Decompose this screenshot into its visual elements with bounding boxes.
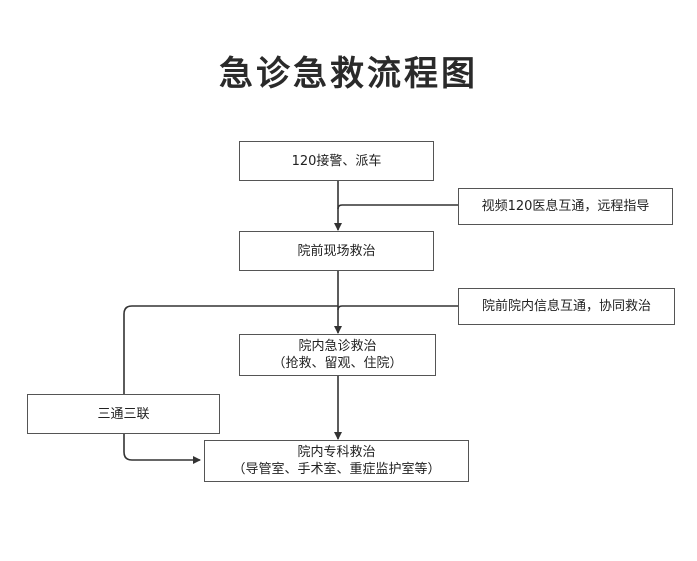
page-title: 急诊急救流程图 [219, 54, 478, 94]
node-video-link: 视频120医息互通，远程指导 [458, 188, 673, 225]
node-call-dispatch: 120接警、派车 [239, 141, 434, 181]
node-three-links-label: 三通三联 [97, 406, 150, 422]
node-video-link-label: 视频120医息互通，远程指导 [481, 199, 650, 214]
node-info-link: 院前院内信息互通，协同救治 [458, 288, 675, 325]
node-prehospital-label: 院前现场救治 [297, 243, 376, 259]
node-er: 院内急诊救治 （抢救、留观、住院） [239, 334, 436, 376]
node-specialist-line1: 院内专科救治 [297, 445, 376, 460]
node-er-line1: 院内急诊救治 [298, 339, 377, 354]
node-specialist: 院内专科救治 （导管室、手术室、重症监护室等） [204, 440, 469, 482]
node-call-dispatch-label: 120接警、派车 [291, 153, 382, 169]
node-specialist-line2: （导管室、手术室、重症监护室等） [232, 462, 441, 477]
line-video-link [337, 204, 458, 210]
arrow-bypass-to-specialist [123, 305, 338, 464]
line-info-link [337, 305, 458, 311]
node-three-links: 三通三联 [27, 394, 220, 434]
node-info-link-label: 院前院内信息互通，协同救治 [481, 299, 651, 314]
node-er-line2: （抢救、留观、住院） [272, 356, 403, 371]
node-prehospital: 院前现场救治 [239, 231, 434, 271]
